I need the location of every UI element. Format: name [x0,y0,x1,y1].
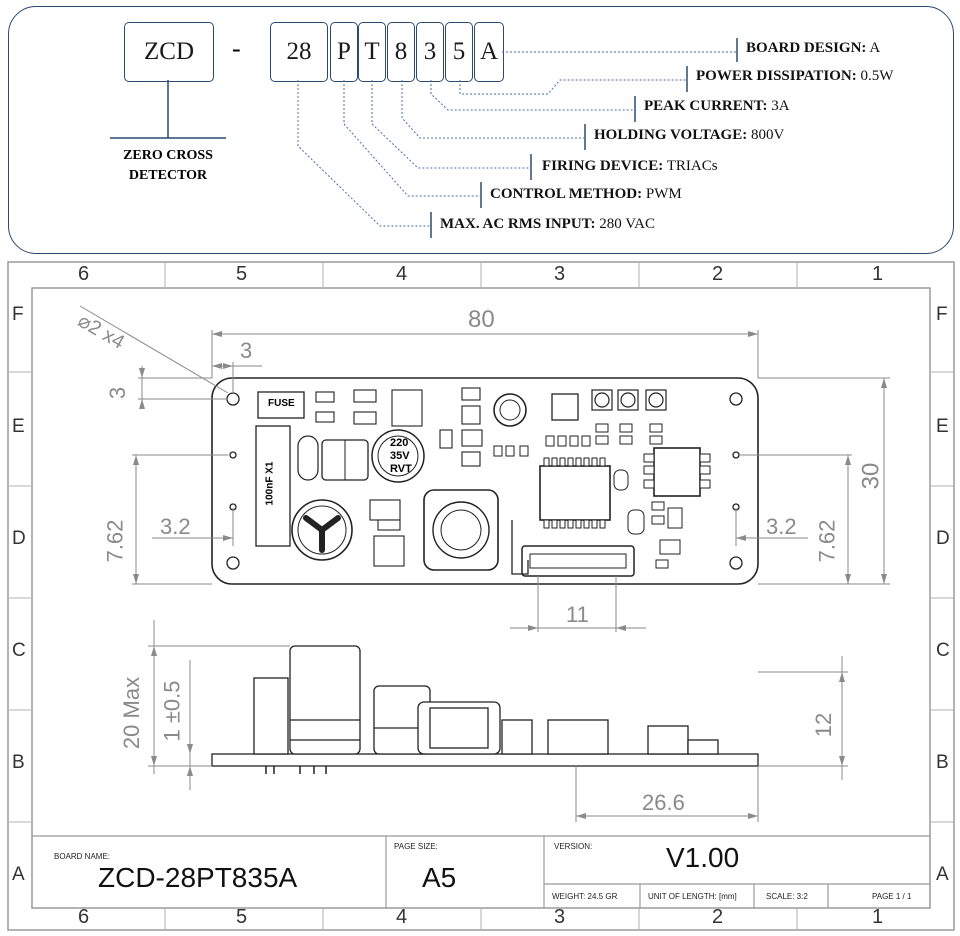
frame-col-4-bottom: 4 [396,906,408,928]
frame-row-e-left: E [12,416,25,437]
zcd-label-line2: DETECTOR [128,168,208,183]
frame-row-c-left: C [12,640,26,661]
zcd-label: ZERO CROSS DETECTOR [100,146,236,186]
frame-col-4-top: 4 [396,263,408,285]
frame-row-a-right: A [936,864,949,885]
mount-hole-icon [729,392,743,406]
frame-col-2-top: 2 [712,263,724,285]
code-box-design: A [474,22,504,82]
version-label: VERSION: [554,842,593,851]
frame-col-1-bottom: 1 [872,906,884,928]
main-ic [539,465,611,521]
dim-right-32: 3.2 [766,514,797,539]
elec-cap-label-1: 220 [390,437,409,449]
elec-cap-label-3: RVT [390,463,412,475]
spec-control-method: CONTROL METHOD: PWM [490,186,682,202]
fuse-component [257,391,305,419]
spec-power-dissipation: POWER DISSIPATION: 0.5W [696,68,894,84]
frame-row-b-left: B [12,752,25,773]
weight: WEIGHT: 24.5 GR [552,892,618,901]
spec-board-design: BOARD DESIGN: A [746,40,881,56]
part-number-panel [8,6,954,254]
frame-row-f-left: F [12,304,24,325]
dim-connector: 11 [566,602,589,627]
spec-max-ac-input: MAX. AC RMS INPUT: 280 VAC [440,216,656,232]
spec-peak-current: PEAK CURRENT: 3A [644,98,790,114]
zcd-label-line1: ZERO CROSS [123,148,213,163]
code-box-peak: 3 [416,22,444,82]
frame-row-b-right: B [936,752,949,773]
mount-hole-icon [226,556,240,570]
film-capacitor [255,425,291,547]
code-box-holding: 8 [387,22,415,82]
frame-row-d-left: D [12,528,26,549]
dim-hole-offset-x: 3 [240,338,253,363]
frame-row-f-right: F [936,304,948,325]
frame-col-5-bottom: 5 [236,906,248,928]
board-name: ZCD-28PT835A [98,862,298,893]
code-box-zcd: ZCD [124,22,214,82]
unit-of-length: UNIT OF LENGTH: [mm] [648,892,737,901]
code-dash: - [232,34,241,63]
frame-row-c-right: C [936,640,950,661]
dim-width: 80 [468,306,495,333]
page-size-label: PAGE SIZE: [394,842,438,851]
frame-row-a-left: A [12,864,25,885]
version: V1.00 [666,842,740,873]
frame-col-1-top: 1 [872,263,884,285]
frame-col-6-top: 6 [78,263,90,285]
spec-holding-voltage: HOLDING VOLTAGE: 800V [594,127,785,143]
board-name-label: BOARD NAME: [54,852,111,861]
mount-hole-icon [729,556,743,570]
spec-firing-device: FIRING DEVICE: TRIACs [542,158,718,174]
leader-lines [110,38,738,238]
frame-col-3-bottom: 3 [554,906,566,928]
dim-left-32: 3.2 [160,514,191,539]
frame-col-6-bottom: 6 [78,906,90,928]
elec-cap-label-2: 35V [390,450,410,462]
page-size: A5 [422,862,457,893]
code-box-input: 28 [270,22,328,82]
scale: SCALE: 3:2 [766,892,808,901]
frame-col-5-top: 5 [236,263,248,285]
page-number: PAGE 1 / 1 [872,892,912,901]
code-box-power: 5 [445,22,473,82]
frame-col-3-top: 3 [554,263,566,285]
dim-side-length: 26.6 [642,790,685,815]
frame-col-2-bottom: 2 [712,906,724,928]
fuse-label: FUSE [268,398,295,409]
frame-row-e-right: E [936,416,949,437]
frame-row-d-right: D [936,528,950,549]
